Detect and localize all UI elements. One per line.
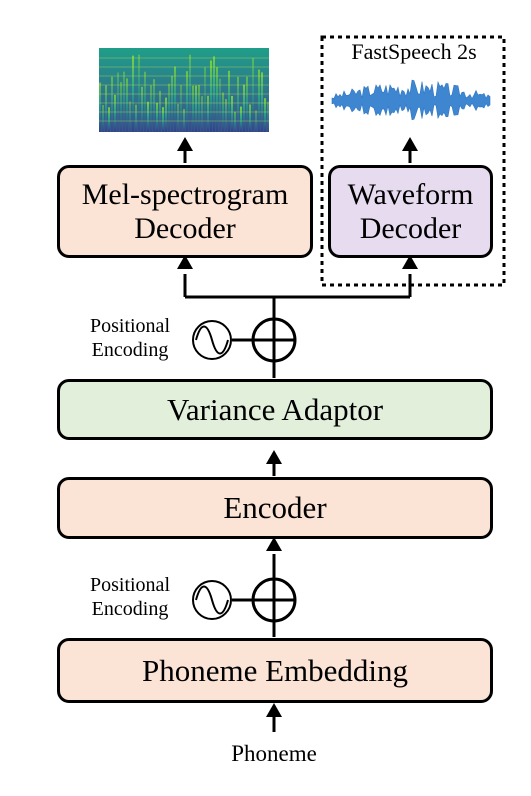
positional-encoding-label-top: Positional Encoding — [70, 314, 190, 362]
bottom-sine-wave-icon — [192, 580, 232, 620]
waveform-decoder-line1: Waveform — [347, 177, 474, 211]
phoneme-input-label: Phoneme — [231, 741, 317, 766]
fastspeech2s-label: FastSpeech 2s — [351, 39, 477, 64]
positional-label-bottom-line1: Positional — [89, 574, 170, 596]
variance-adaptor-block: Variance Adaptor — [57, 379, 493, 440]
bottom-adder-icon — [251, 577, 297, 623]
positional-encoding-label-bottom: Positional Encoding — [70, 573, 190, 621]
waveform-image — [331, 79, 491, 121]
encoder-block: Encoder — [57, 477, 493, 539]
positional-label-bottom-line2: Encoding — [91, 598, 169, 620]
spectrogram-image — [99, 48, 269, 133]
positional-label-top-line2: Encoding — [91, 339, 169, 361]
variance-adaptor-label: Variance Adaptor — [166, 391, 384, 427]
encoder-label: Encoder — [223, 490, 327, 525]
positional-label-top-line1: Positional — [89, 315, 170, 337]
top-sine-wave-icon — [192, 320, 232, 360]
waveform-decoder-block: Waveform Decoder — [328, 165, 493, 258]
mel-decoder-line1: Mel-spectrogram — [81, 177, 289, 211]
phoneme-embedding-block: Phoneme Embedding — [57, 638, 493, 703]
phoneme-embedding-label: Phoneme Embedding — [141, 652, 409, 688]
waveform-decoder-line2: Decoder — [359, 211, 462, 245]
top-adder-icon — [251, 317, 297, 363]
fastspeech2s-region — [320, 35, 506, 287]
mel-spectrogram-decoder-block: Mel-spectrogram Decoder — [57, 165, 313, 258]
mel-decoder-line2: Decoder — [134, 211, 236, 245]
